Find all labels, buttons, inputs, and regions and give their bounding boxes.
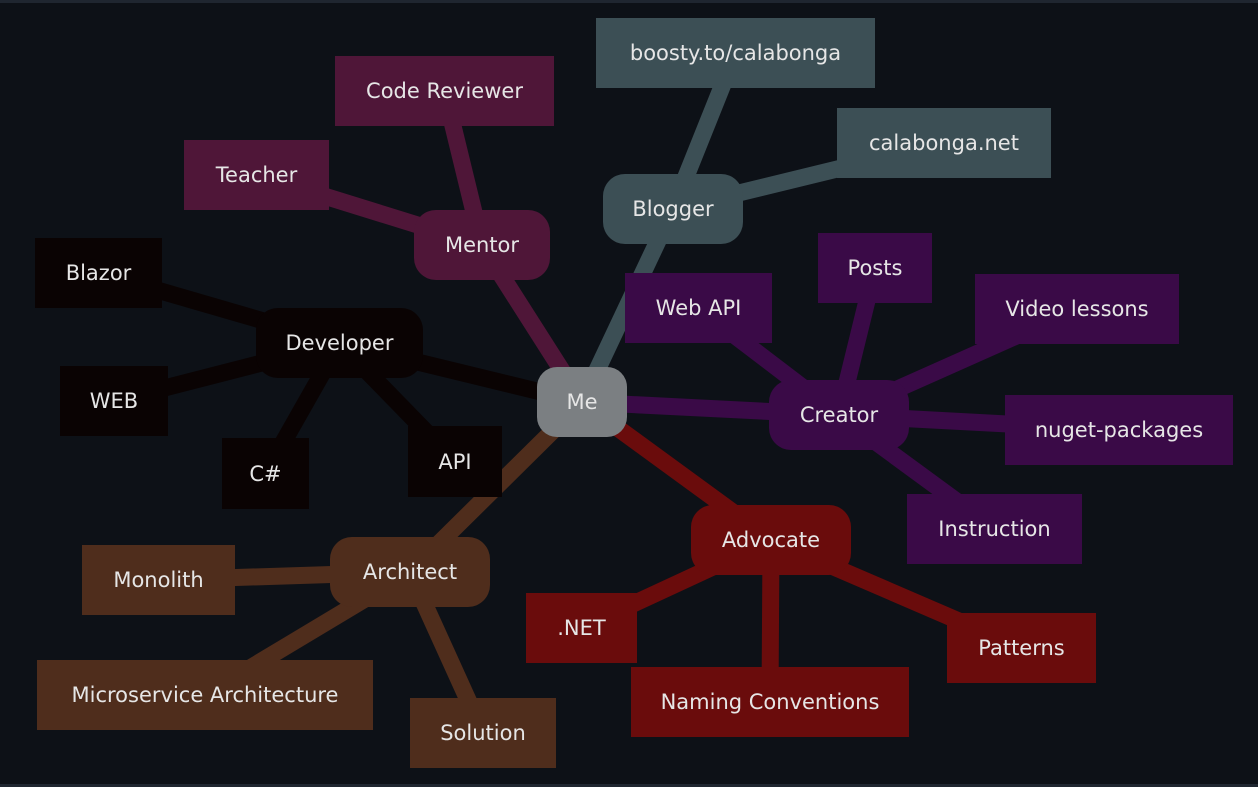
leaf-node-csharp: C# xyxy=(222,438,309,509)
leaf-node-patterns: Patterns xyxy=(947,613,1096,683)
leaf-node-posts: Posts xyxy=(818,233,932,303)
leaf-node-instruction: Instruction xyxy=(907,494,1082,564)
leaf-node-boosty: boosty.to/calabonga xyxy=(596,18,875,88)
leaf-node-calabonga-net: calabonga.net xyxy=(837,108,1051,178)
leaf-node-api: API xyxy=(408,426,502,497)
leaf-node-naming-conventions: Naming Conventions xyxy=(631,667,909,737)
leaf-node-dotnet: .NET xyxy=(526,593,637,663)
branch-node-developer: Developer xyxy=(256,308,423,378)
branch-node-creator: Creator xyxy=(769,380,909,450)
branch-node-blogger: Blogger xyxy=(603,174,743,244)
leaf-node-blazor: Blazor xyxy=(35,238,162,308)
leaf-node-microservice: Microservice Architecture xyxy=(37,660,373,730)
leaf-node-video-lessons: Video lessons xyxy=(975,274,1179,344)
leaf-node-web-api: Web API xyxy=(625,273,772,343)
branch-node-architect: Architect xyxy=(330,537,490,607)
branch-node-mentor: Mentor xyxy=(414,210,550,280)
leaf-node-nuget-packages: nuget-packages xyxy=(1005,395,1233,465)
leaf-node-web: WEB xyxy=(60,366,168,436)
leaf-node-code-reviewer: Code Reviewer xyxy=(335,56,554,126)
leaf-node-monolith: Monolith xyxy=(82,545,235,615)
leaf-node-teacher: Teacher xyxy=(184,140,329,210)
root-node-me: Me xyxy=(537,367,627,437)
branch-node-advocate: Advocate xyxy=(691,505,851,575)
leaf-node-solution: Solution xyxy=(410,698,556,768)
